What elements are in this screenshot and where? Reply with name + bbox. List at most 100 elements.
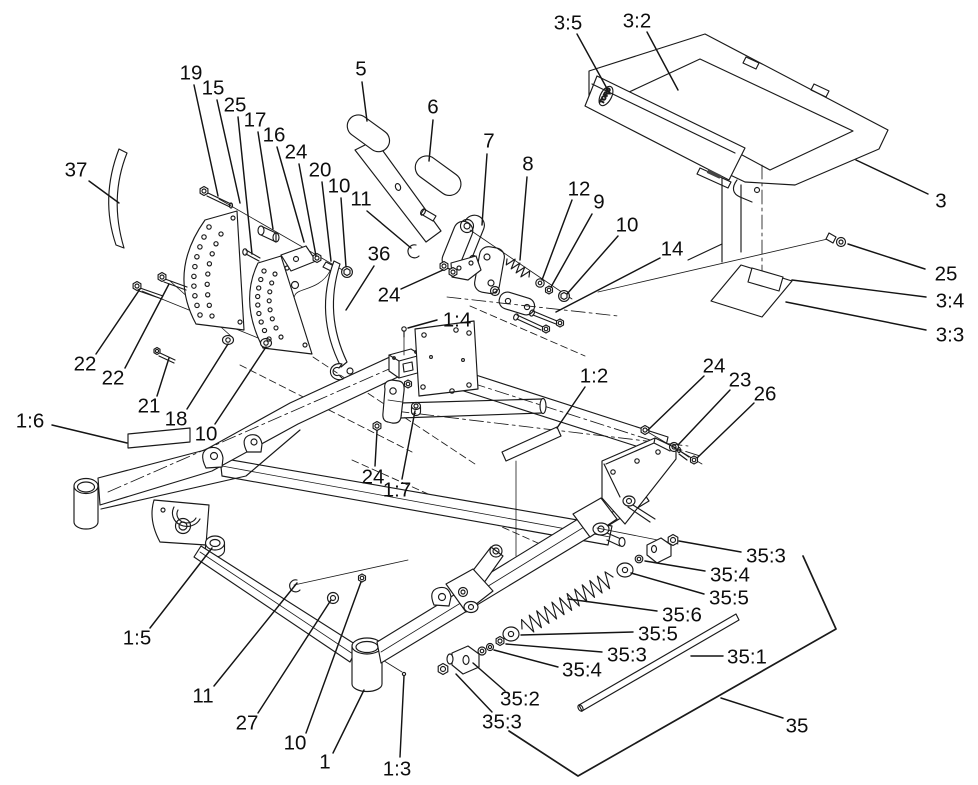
decal-strip-1-2 xyxy=(501,426,562,462)
main-frame xyxy=(73,305,703,693)
plate-hole xyxy=(192,263,198,270)
callout-37: 37 xyxy=(65,159,88,182)
plate-hole xyxy=(267,289,273,295)
plate-hole xyxy=(266,336,272,342)
pad-strip-3-4 xyxy=(747,267,784,292)
leader-line-20 xyxy=(321,181,332,262)
leader-line-3:3 xyxy=(785,301,927,331)
leader-line-25 xyxy=(847,243,926,270)
nut-bore xyxy=(154,348,160,354)
washer-12 xyxy=(535,278,545,288)
pivot-bracket xyxy=(382,379,405,424)
nut-bore xyxy=(405,381,411,387)
plate-hole xyxy=(261,327,268,334)
lever-grip-6 xyxy=(414,155,462,197)
group-35-outline xyxy=(508,555,837,777)
plate-hole xyxy=(278,334,284,340)
bushing-18 xyxy=(221,334,235,346)
leader-line-12 xyxy=(541,199,573,281)
plate-hole xyxy=(269,316,275,322)
frame-assembly-art: TORO xyxy=(73,33,889,777)
seat-panel: TORO xyxy=(584,33,889,318)
sector-plates xyxy=(108,148,348,368)
leader-line-1:7 xyxy=(401,410,416,480)
lever-grip-5 xyxy=(346,114,391,153)
leader-line-24 xyxy=(298,163,317,257)
plate-hole xyxy=(267,307,273,313)
leader-line-6 xyxy=(428,119,434,162)
leader-line-35:4 xyxy=(644,560,706,572)
nut-bore xyxy=(439,665,447,673)
decal-strip-1-6 xyxy=(127,427,191,449)
plate-hole xyxy=(205,271,211,277)
callout-10: 10 xyxy=(616,214,639,237)
callout-15: 15 xyxy=(202,77,225,100)
pin-25 xyxy=(245,249,261,262)
plate-hole xyxy=(204,281,210,287)
leader-line-14 xyxy=(555,257,661,313)
callout-1:7: 1:7 xyxy=(383,479,412,502)
leader-line-35:4 xyxy=(493,649,559,668)
callout-26: 26 xyxy=(754,383,777,406)
callout-35:5: 35:5 xyxy=(638,623,678,646)
leader-line-35:2 xyxy=(472,662,506,692)
callout-22: 22 xyxy=(74,353,97,376)
hex-nut xyxy=(157,271,167,283)
leader-line-7 xyxy=(481,153,488,226)
plate-hole xyxy=(191,273,197,280)
plate-hole xyxy=(266,298,272,304)
sleeve-1 xyxy=(351,645,383,693)
leader-line-10 xyxy=(566,235,619,295)
flange-nut-hex xyxy=(343,267,351,277)
callout-27: 27 xyxy=(236,712,259,735)
leader-lines xyxy=(51,31,929,758)
callout-35: 35 xyxy=(786,715,809,738)
callout-1:3: 1:3 xyxy=(383,758,412,781)
bolt-26 xyxy=(678,450,690,461)
callout-1: 1 xyxy=(319,751,330,774)
leader-line-1:6 xyxy=(51,424,128,444)
nut-bore xyxy=(546,287,552,293)
nut-bore xyxy=(201,188,207,194)
plate-hole xyxy=(218,231,224,237)
hex-nut xyxy=(555,318,565,328)
leader-line-8 xyxy=(519,176,528,261)
hex-nut xyxy=(312,252,322,264)
leader-line-1:2 xyxy=(556,386,586,429)
plate-hole xyxy=(258,276,264,283)
sector-plate-front xyxy=(249,255,313,355)
plate-hole xyxy=(256,285,262,291)
callout-3: 3 xyxy=(935,190,946,213)
leader-line-11 xyxy=(213,582,298,687)
callout-1:5: 1:5 xyxy=(123,627,152,650)
plate-hole xyxy=(197,312,203,318)
plate-hole xyxy=(261,268,267,274)
leader-line-3:5 xyxy=(576,33,611,95)
leader-line-24 xyxy=(647,375,705,431)
nut-bore xyxy=(314,255,320,261)
hex-nut xyxy=(153,346,161,356)
trunnion-35-2 xyxy=(451,645,480,675)
pin-21 xyxy=(158,352,176,364)
bolt-19 xyxy=(206,192,232,208)
hex-nut xyxy=(544,285,554,295)
callout-35:2: 35:2 xyxy=(500,688,540,711)
nut-bore xyxy=(642,427,648,433)
hex-nut xyxy=(541,324,551,334)
leader-line-35:3 xyxy=(678,540,742,553)
plate-hole xyxy=(201,234,207,240)
callout-24: 24 xyxy=(362,466,385,489)
callout-3:4: 3:4 xyxy=(936,290,965,313)
plate-hole xyxy=(209,251,215,257)
hex-nut xyxy=(132,280,142,292)
plate-hole xyxy=(191,283,197,289)
generated-parts xyxy=(132,185,699,676)
toro-logo-oval xyxy=(598,85,614,107)
callout-10: 10 xyxy=(195,423,218,446)
callout-21: 21 xyxy=(138,395,161,418)
hex-nut xyxy=(372,420,382,432)
hex-nut xyxy=(403,379,413,389)
leader-line-16 xyxy=(276,146,305,243)
plate-hole xyxy=(197,244,203,250)
